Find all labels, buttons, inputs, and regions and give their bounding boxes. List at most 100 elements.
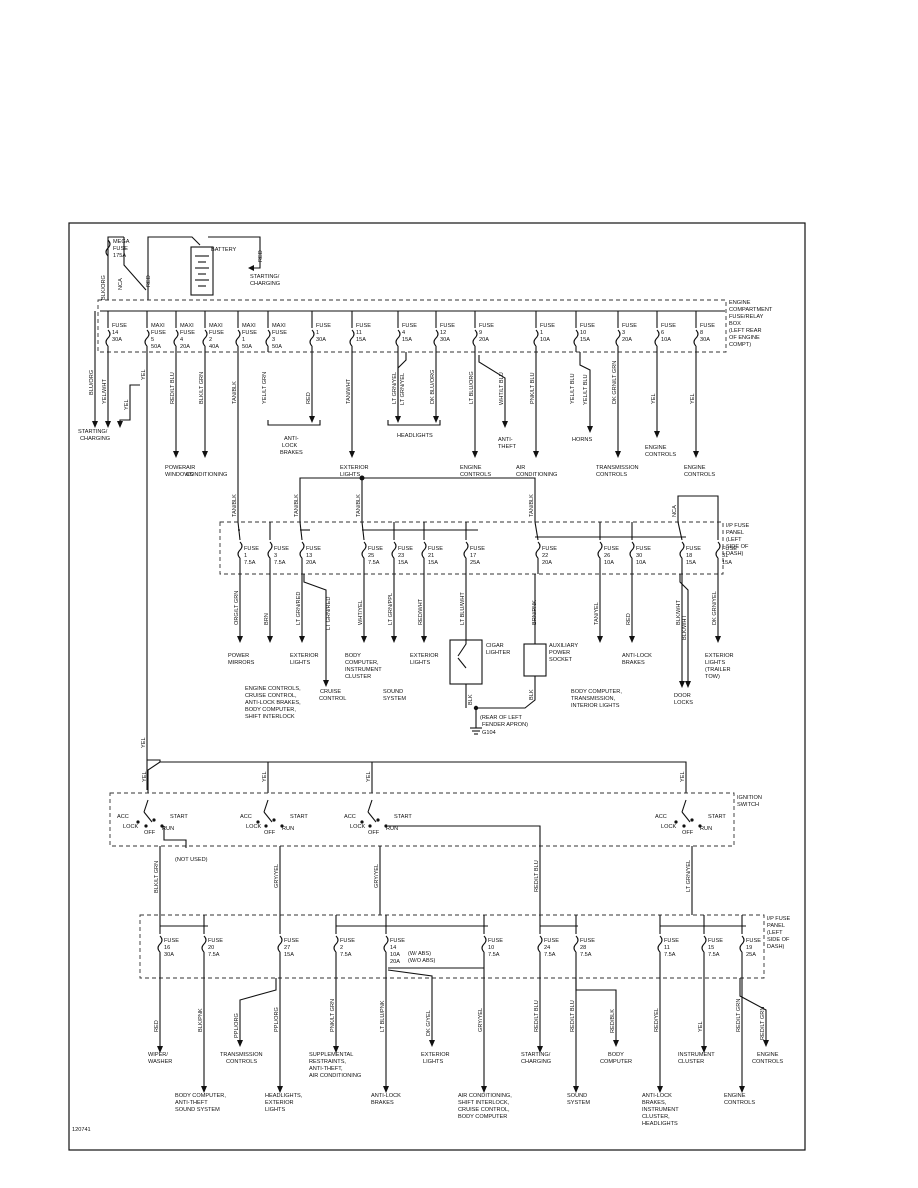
- engine-fuse-dest: POWER: [165, 465, 186, 471]
- ip1-fuse-text: 7.5A: [244, 560, 256, 566]
- ip1-fuse-text: FUSE: [368, 546, 383, 552]
- battery-label: BATTERY: [211, 247, 237, 253]
- engine-fuse-text: FUSE: [316, 323, 331, 329]
- ip2-fuse-dest: CRUISE CONTROL,: [458, 1107, 510, 1113]
- ip2-fuse-text: 28: [580, 945, 586, 951]
- ip2-fuse-text: FUSE: [746, 938, 761, 944]
- ip2-fuse-text: 14: [390, 945, 396, 951]
- engine-fuse-dest: ENGINE: [460, 465, 482, 471]
- ip2-fuse-wire: PNK/LT GRN: [330, 999, 336, 1032]
- ip2-fuse-wire: RED/LT GRN: [736, 999, 742, 1032]
- ip-panel-2-fuse-group: FUSE1630AREDWIPER/WASHERFUSE207.5ABLK/PN…: [148, 915, 761, 1127]
- svg-text:POWER: POWER: [549, 650, 570, 656]
- ip2-fuse-text: FUSE: [390, 938, 405, 944]
- arrow-icon: [277, 1086, 283, 1093]
- arrow-icon: [481, 1086, 487, 1093]
- ip-panel-1-extra: LT GRN/RED CRUISE CONTROL BLK/WHT CIGAR …: [303, 574, 691, 736]
- ip2-fuse-dest: ANTI-LOCK: [642, 1093, 672, 1099]
- engine-fuse-text: 10A: [661, 337, 671, 343]
- svg-text:COMPT): COMPT): [729, 342, 751, 348]
- ip1-fuse-text: 22: [542, 553, 548, 559]
- svg-text:YEL: YEL: [141, 737, 147, 748]
- engine-fuse-dest: AIR: [186, 465, 195, 471]
- svg-text:LT GRN/YEL: LT GRN/YEL: [686, 860, 692, 892]
- start-label: START: [170, 814, 188, 820]
- ip1-fuse-dest: BODY: [345, 653, 361, 659]
- engine-fuse-text: 9: [479, 330, 482, 336]
- ip1-fuse-wire: LT GRN/PPL: [388, 593, 394, 625]
- ignition-feed: YEL YEL YEL YEL: [142, 759, 687, 793]
- ip1-fuse-text: 25: [368, 553, 374, 559]
- engine-fuse-wire: LT BLU/ORG: [469, 371, 475, 404]
- ip2-fuse-wire: RED: [154, 1020, 160, 1032]
- svg-text:DASH): DASH): [726, 551, 744, 557]
- arrow-icon: [248, 265, 254, 271]
- ip1-fuse-wire: RED/WHT: [418, 598, 424, 625]
- svg-text:SOCKET: SOCKET: [549, 657, 573, 663]
- engine-extra-wiring: BLU/ORG YEL STARTING/ CHARGING YEL YEL A…: [78, 311, 593, 790]
- run-label: RUN: [386, 826, 398, 832]
- ip2-fuse-dest: ANTI-THEFT: [175, 1100, 208, 1106]
- ip2-fuse-dest: INSTRUMENT: [642, 1107, 679, 1113]
- ip2-fuse-text: 20: [208, 945, 214, 951]
- engine-fuse-dest: AIR: [516, 465, 525, 471]
- aux-socket-box: [523, 643, 547, 677]
- svg-text:(REAR OF LEFT: (REAR OF LEFT: [480, 715, 523, 721]
- engine-fuse-text: FUSE: [356, 323, 371, 329]
- ip-panel-2-title: I/P FUSE PANEL (LEFT SIDE OF DASH): [767, 916, 790, 950]
- ip1-fuse-text: 23: [398, 553, 404, 559]
- mega-fuse-label-2: FUSE: [113, 246, 128, 252]
- engine-fuse-text: 30A: [316, 337, 326, 343]
- mega-fuse-wire-left: BLK/ORG: [101, 275, 107, 300]
- arrow-icon: [715, 636, 721, 643]
- ground-icon: [470, 727, 482, 735]
- ip1-fuse-text: FUSE: [244, 546, 259, 552]
- engine-fuse-dest: CONDITIONING: [516, 472, 557, 478]
- engine-fuse-text: 8: [700, 330, 703, 336]
- svg-text:OF ENGINE: OF ENGINE: [729, 335, 760, 341]
- arrow-icon: [472, 451, 478, 458]
- ip2-fuse-dest: SYSTEM: [567, 1100, 590, 1106]
- ip2-fuse-text: 30A: [164, 952, 174, 958]
- ignition-outputs: (NOT USED) BLK/LT GRN GRY/YEL GRY/YEL RE…: [154, 825, 693, 915]
- svg-text:FUSE/RELAY: FUSE/RELAY: [729, 314, 764, 320]
- ip1-fuse-dest: TRANSMISSION,: [571, 696, 616, 702]
- arrow-icon: [433, 416, 439, 423]
- ip1-fuse-dest: MIRRORS: [228, 660, 255, 666]
- ip1-fuse-wire: LT BLU/WHT: [460, 592, 466, 625]
- ip1-fuse-dest: CRUISE CONTROL,: [245, 693, 297, 699]
- ip2-fuse-text: 24: [544, 945, 550, 951]
- svg-text:ENGINE: ENGINE: [757, 1052, 779, 1058]
- ip2-fuse-text: 20A: [390, 959, 400, 965]
- arrow-icon: [361, 636, 367, 643]
- ip2-fuse-text: FUSE: [708, 938, 723, 944]
- svg-text:BRAKES: BRAKES: [280, 450, 303, 456]
- ip2-fuse-dest: WIPER/: [148, 1052, 168, 1058]
- ip1-fuse-text: 15A: [428, 560, 438, 566]
- engine-fuse-text: 4: [180, 337, 183, 343]
- battery-dest-1: STARTING/: [250, 274, 280, 280]
- ip2-fuse-2: FUSE2715APPL/ORGHEADLIGHTS,EXTERIORLIGHT…: [265, 915, 303, 1113]
- svg-text:ANTI-: ANTI-: [284, 436, 299, 442]
- ip-panel-1-feed: TAN/BLK TAN/BLK TAN/BLK TAN/BLK NCA: [232, 352, 719, 522]
- ip1-fuse-text: 3: [274, 553, 277, 559]
- ip2-fuse-text: 7.5A: [544, 952, 556, 958]
- ip1-fuse-text: 10A: [604, 560, 614, 566]
- ip2-fuse-text: 15: [708, 945, 714, 951]
- engine-fuse-wire: YEL/WHT: [102, 379, 108, 404]
- ip1-fuse-text: 18: [686, 553, 692, 559]
- svg-text:TAN/BLK: TAN/BLK: [294, 494, 300, 517]
- svg-text:ENGINE: ENGINE: [729, 300, 751, 306]
- engine-fuse-dest: ENGINE: [645, 445, 667, 451]
- arrow-icon: [383, 1086, 389, 1093]
- ip1-fuse-3: FUSE257.5AWHT/YELBODYCOMPUTER,INSTRUMENT…: [345, 521, 383, 680]
- ip2-fuse-wire: GRY/YEL: [478, 1008, 484, 1032]
- ip1-fuse-dest: TOW): [705, 674, 720, 680]
